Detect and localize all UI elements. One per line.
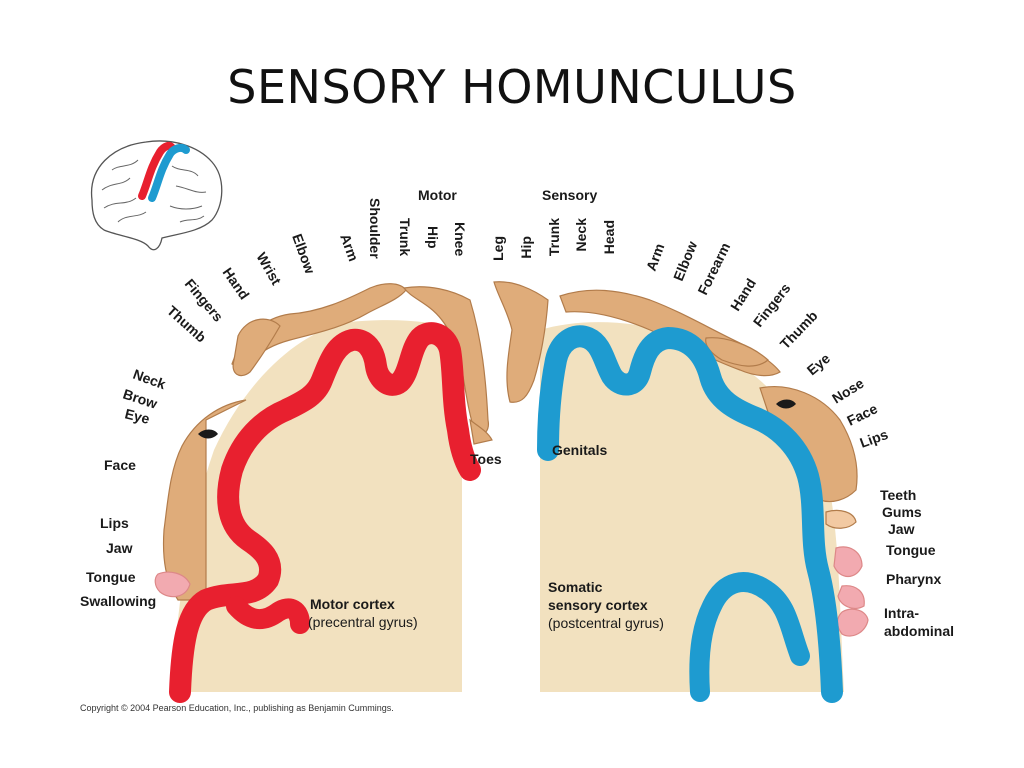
sensory-label-gums: Gums xyxy=(882,504,922,520)
motor-cortex-fold xyxy=(226,596,310,634)
sensory-label-jaw: Jaw xyxy=(888,521,915,537)
motor-label-trunk: Trunk xyxy=(397,218,413,256)
sensory-cortex-sublabel: (postcentral gyrus) xyxy=(548,615,664,631)
sensory-label-trunk: Trunk xyxy=(546,218,562,256)
motor-label-toes: Toes xyxy=(470,451,502,467)
motor-label-shoulder: Shoulder xyxy=(367,198,383,259)
sensory-label-head: Head xyxy=(601,220,617,254)
motor-label-tongue: Tongue xyxy=(86,569,136,585)
sensory-label-nose: Nose xyxy=(829,375,867,407)
sensory-label-eye: Eye xyxy=(804,350,834,378)
sensory-label-teeth: Teeth xyxy=(880,487,916,503)
sensory-cortex-strip xyxy=(537,325,843,703)
sensory-pharynx xyxy=(837,585,865,609)
motor-cortex-strip xyxy=(169,322,481,703)
brain-motor-strip xyxy=(138,141,176,200)
motor-label-hip: Hip xyxy=(425,226,441,249)
sensory-leg xyxy=(493,281,549,403)
motor-header: Motor xyxy=(418,187,457,203)
motor-label-hand: Hand xyxy=(220,265,253,303)
sensory-header: Sensory xyxy=(542,187,597,203)
sensory-lips xyxy=(825,509,857,529)
sensory-label-hand: Hand xyxy=(727,275,759,313)
brain-sensory-strip xyxy=(148,143,190,202)
sensory-label-elbow: Elbow xyxy=(670,239,700,283)
sensory-label-intra: Intra- xyxy=(884,605,919,621)
slide-title: SENSORY HOMUNCULUS xyxy=(227,60,797,114)
motor-hand xyxy=(232,318,281,377)
motor-foot xyxy=(469,418,493,445)
motor-label-lips: Lips xyxy=(100,515,129,531)
sensory-homunculus xyxy=(493,281,869,637)
motor-label-jaw: Jaw xyxy=(106,540,133,556)
motor-label-eye: Eye xyxy=(123,405,151,427)
sensory-label-hip: Hip xyxy=(518,236,534,259)
motor-label-swallowing: Swallowing xyxy=(80,593,156,609)
motor-label-arm: Arm xyxy=(337,232,362,264)
sensory-label-neck: Neck xyxy=(573,218,589,252)
sensory-eye-icon xyxy=(776,399,796,409)
sensory-tongue xyxy=(833,546,863,578)
sensory-label-genitals: Genitals xyxy=(552,442,607,458)
motor-tongue xyxy=(154,571,191,598)
sensory-cortex-label-2: sensory cortex xyxy=(548,597,648,613)
motor-label-elbow: Elbow xyxy=(289,232,318,276)
brain-thumbnail xyxy=(90,140,223,251)
sensory-label-abdominal: abdominal xyxy=(884,623,954,639)
copyright-text: Copyright © 2004 Pearson Education, Inc.… xyxy=(80,703,394,713)
motor-cortex-label: Motor cortex xyxy=(310,596,395,612)
sensory-label-thumb: Thumb xyxy=(777,307,821,352)
sensory-cortex-label-1: Somatic xyxy=(548,579,603,595)
sensory-label-lips: Lips xyxy=(858,426,891,451)
sensory-cortex-fold xyxy=(689,572,810,702)
motor-label-knee: Knee xyxy=(452,222,468,256)
sensory-label-face: Face xyxy=(844,400,880,428)
sensory-label-pharynx: Pharynx xyxy=(886,571,941,587)
motor-homunculus xyxy=(154,283,493,601)
sensory-label-leg: Leg xyxy=(490,236,506,261)
sensory-label-forearm: Forearm xyxy=(694,240,733,297)
motor-eye-icon xyxy=(198,429,218,439)
sensory-intestine xyxy=(836,608,869,637)
motor-cortex-sublabel: (precentral gyrus) xyxy=(308,614,418,630)
sensory-label-arm: Arm xyxy=(643,241,668,273)
motor-label-wrist: Wrist xyxy=(253,250,284,288)
motor-label-face: Face xyxy=(104,457,136,473)
sensory-label-tongue: Tongue xyxy=(886,542,936,558)
